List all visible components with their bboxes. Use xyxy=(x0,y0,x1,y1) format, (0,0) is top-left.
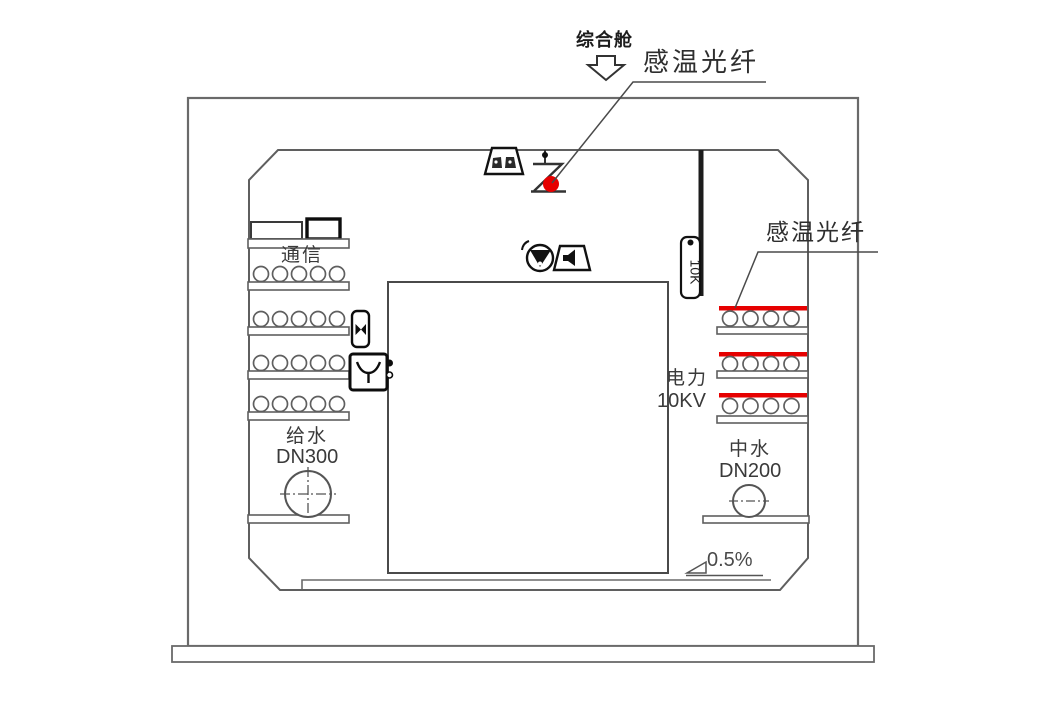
right-cable-trays xyxy=(702,306,810,524)
cable-row xyxy=(247,354,350,380)
power-cable-row xyxy=(716,393,809,424)
indicator-dot-open xyxy=(385,371,394,379)
valve-symbol xyxy=(350,309,371,349)
cable-row xyxy=(247,310,350,336)
slope-value-label: 0.5% xyxy=(707,549,753,571)
power-name-label: 电力 xyxy=(666,368,709,389)
leader-line-fiber-right xyxy=(734,251,878,309)
shelf-board xyxy=(247,238,350,249)
floor-topping xyxy=(301,579,771,589)
power-voltage-label: 10KV xyxy=(657,390,706,412)
outer-shell xyxy=(171,96,875,663)
tray-box-thin xyxy=(250,221,303,240)
fiber-red-line xyxy=(719,306,807,311)
fiber-label-right: 感温光纤 xyxy=(766,219,866,245)
phone-box-symbol xyxy=(348,352,394,392)
fiber-red-line xyxy=(719,393,807,398)
power-cable-row xyxy=(716,352,809,379)
shelf-board xyxy=(247,514,350,524)
left-cable-trays xyxy=(247,217,350,524)
reclaimed-water-name-label: 中水 xyxy=(729,439,772,460)
water-supply-name-label: 给水 xyxy=(286,426,329,447)
leader-line-fiber-top xyxy=(551,81,766,184)
power-cable-row xyxy=(716,306,809,335)
down-block-arrow xyxy=(585,55,627,82)
fan-symbol xyxy=(521,240,555,273)
tunnel-inner-outline xyxy=(248,149,809,591)
slope-marker xyxy=(684,560,763,577)
reclaimed-water-size-label: DN200 xyxy=(719,460,782,482)
fiber-label-top: 感温光纤 xyxy=(643,47,760,77)
fiber-red-line xyxy=(719,352,807,357)
bracket-tag-text: 10K xyxy=(688,260,704,286)
reclaimed-water-pipe xyxy=(729,484,769,518)
cable-row xyxy=(247,395,350,421)
water-supply-size-label: DN300 xyxy=(276,446,339,468)
cable-row xyxy=(247,265,350,291)
water-supply-pipe xyxy=(280,467,336,521)
cabin-title-label: 综合舱 xyxy=(576,30,633,50)
central-clearance-box xyxy=(387,281,669,574)
detector-trapezoid-symbol xyxy=(483,146,525,176)
shelf-board xyxy=(702,515,810,524)
base-slab xyxy=(171,645,875,663)
comm-tray-label: 通信 xyxy=(281,245,324,266)
tray-box-thick xyxy=(305,217,342,241)
speaker-symbol xyxy=(552,244,592,272)
indicator-dot-filled xyxy=(386,359,393,367)
wall-bracket-10k: 10K xyxy=(679,235,704,300)
